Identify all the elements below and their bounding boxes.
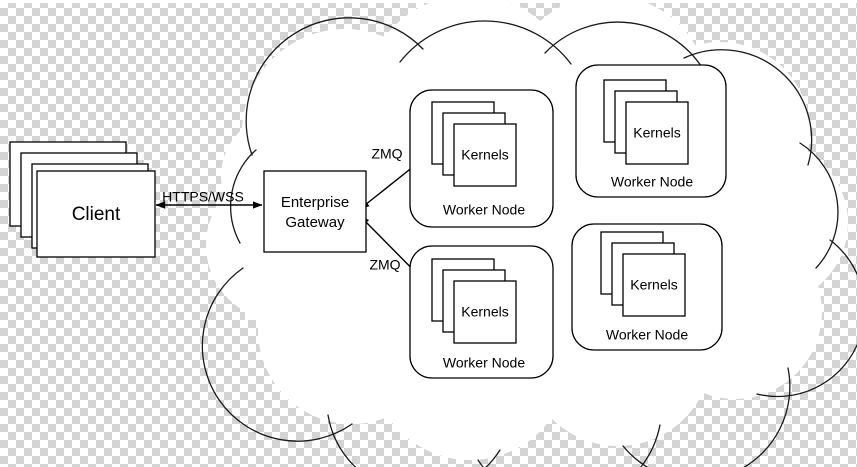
worker-node-4[interactable]: Kernels Worker Node <box>571 223 723 351</box>
edge-label-https-wss: HTTPS/WSS <box>162 189 244 205</box>
worker-node-1-label: Worker Node <box>443 202 525 218</box>
worker-node-3-kernels-label: Kernels <box>461 304 508 320</box>
worker-node-2-label: Worker Node <box>611 174 693 190</box>
worker-node-4-label: Worker Node <box>606 327 688 343</box>
top-edge-strip <box>0 0 857 3</box>
worker-node-3-label: Worker Node <box>443 355 525 371</box>
gateway-label-line2: Gateway <box>285 214 345 231</box>
client-label: Client <box>72 204 121 225</box>
client-node[interactable]: Client <box>9 141 156 258</box>
cloud-outline <box>201 17 857 467</box>
worker-node-3[interactable]: Kernels Worker Node <box>409 245 554 379</box>
client-stack-sheet-1 <box>36 170 156 258</box>
enterprise-gateway-node[interactable]: Enterprise Gateway <box>263 170 367 253</box>
gateway-box <box>263 170 367 253</box>
worker-node-1[interactable]: Kernels Worker Node <box>409 89 554 228</box>
worker-node-4-kernels-label: Kernels <box>630 277 677 293</box>
gateway-label-line1: Enterprise <box>281 194 349 211</box>
worker-node-1-kernel-sheet-1 <box>453 123 517 187</box>
worker-node-2-kernels-label: Kernels <box>633 125 680 141</box>
worker-node-4-kernel-sheet-1 <box>622 253 686 317</box>
worker-node-1-kernels-label: Kernels <box>461 147 508 163</box>
worker-node-3-kernel-sheet-1 <box>453 280 517 344</box>
edge-label-zmq-top: ZMQ <box>371 146 402 162</box>
edge-labels: HTTPS/WSS ZMQ ZMQ <box>162 146 402 273</box>
edge-label-zmq-bottom: ZMQ <box>369 257 400 273</box>
worker-node-2-kernel-sheet-1 <box>625 101 689 165</box>
worker-node-2[interactable]: Kernels Worker Node <box>575 64 727 198</box>
